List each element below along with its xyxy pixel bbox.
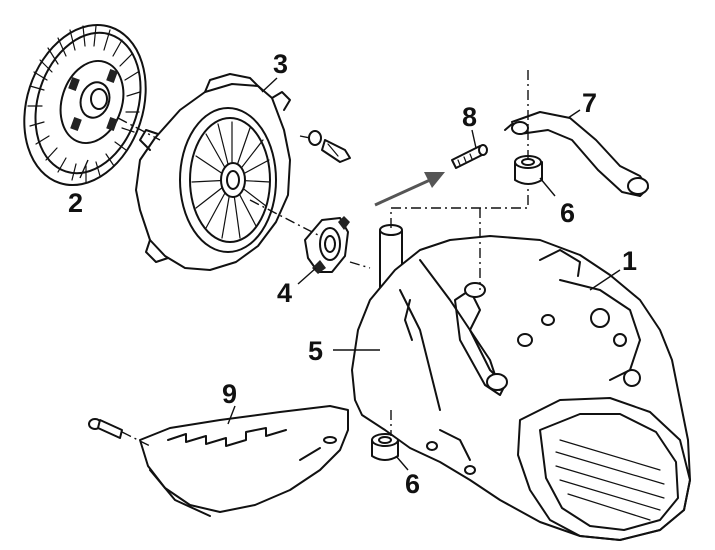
- bushing-bottom: [371, 433, 399, 461]
- cover-plate: [139, 405, 349, 517]
- gearbox-housing: [351, 235, 691, 541]
- callout-4: 4: [277, 278, 292, 308]
- callout-3: 3: [273, 49, 288, 79]
- cover-plate-bolt: [88, 418, 123, 439]
- callout-5: 5: [308, 336, 323, 366]
- clutch-disc: [23, 23, 147, 187]
- callout-6-bottom: 6: [405, 469, 420, 499]
- release-bearing: [304, 216, 350, 274]
- pressure-plate-bolt: [308, 130, 351, 163]
- bushing-top: [514, 155, 543, 185]
- callout-6-top: 6: [560, 198, 575, 228]
- callouts: 1 2 3 4 5 6 6 7 8 9: [68, 49, 637, 499]
- pressure-plate: [135, 73, 291, 271]
- callout-1: 1: [622, 246, 637, 276]
- pin: [451, 144, 488, 169]
- assembly-lines: [117, 70, 529, 447]
- callout-7: 7: [582, 88, 597, 118]
- pointer-arrow: [374, 172, 445, 207]
- release-lever: [504, 111, 649, 197]
- callout-9: 9: [222, 379, 237, 409]
- callout-2: 2: [68, 188, 83, 218]
- callout-8: 8: [462, 102, 477, 132]
- leader-lines: [79, 77, 621, 471]
